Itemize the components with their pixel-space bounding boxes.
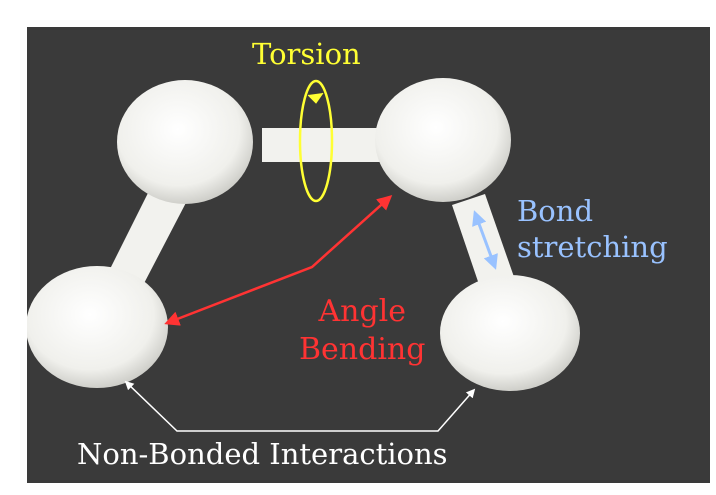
non-bonded-interactions-label: Non-Bonded Interactions: [77, 437, 448, 471]
bond-stretching-arrow-icon: [472, 210, 498, 270]
bond-stretching-label-line-2: stretching: [517, 230, 668, 264]
torsion-label: Torsion: [252, 37, 361, 71]
angle-bending-label: Angle Bending: [299, 293, 425, 369]
angle-bending-label-line-1: Angle: [318, 294, 406, 329]
angle-bending-label-line-2: Bending: [299, 332, 426, 367]
bond-top: [262, 128, 387, 162]
non-bonded-arrow-icon: [124, 380, 476, 432]
atoms: [27, 78, 580, 391]
atom-top-left: [117, 80, 253, 204]
diagram-canvas: [27, 78, 580, 432]
bond-stretching-label: Bond stretching: [517, 193, 668, 265]
angle-bending-arrow-icon: [164, 194, 393, 326]
atom-bottom-right: [440, 275, 580, 391]
bond-stretching-label-line-1: Bond: [517, 194, 594, 228]
atom-top-right: [375, 78, 511, 202]
atom-bottom-left: [27, 266, 168, 388]
molecular-mechanics-diagram: Torsion Bond stretching Angle Bending No…: [27, 27, 710, 483]
